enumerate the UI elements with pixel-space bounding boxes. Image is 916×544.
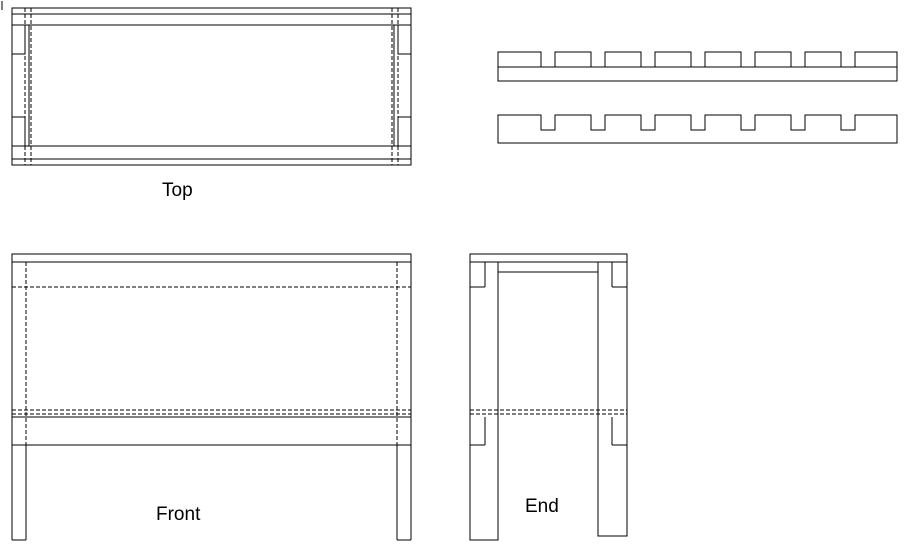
slat-tab	[604, 51, 642, 68]
leg-notch	[11, 24, 26, 55]
slat-tab	[554, 51, 592, 68]
top-view	[1, 1, 412, 166]
end-leg-right	[597, 261, 628, 537]
strip-base	[497, 66, 898, 82]
leg-notch	[397, 24, 412, 55]
leg-notch	[397, 116, 412, 147]
slat-tab	[704, 51, 742, 68]
slat-strip-tabs	[497, 51, 898, 82]
front-view	[11, 253, 412, 541]
front-view-label: Front	[156, 504, 201, 525]
top-view-label: Top	[162, 180, 193, 201]
slat-tab	[854, 51, 898, 68]
end-top-board	[469, 253, 628, 263]
slat-tab	[497, 51, 542, 68]
slat-strip-notched	[497, 114, 898, 144]
slat-tab	[654, 51, 692, 68]
front-top-board	[11, 253, 412, 263]
slat-tab	[754, 51, 792, 68]
slat-tab	[804, 51, 842, 68]
end-leg-left	[469, 261, 499, 541]
end-view-label: End	[525, 496, 559, 517]
end-view	[469, 253, 628, 541]
leg-notch	[11, 116, 26, 147]
strip-notched-outline	[497, 114, 898, 144]
